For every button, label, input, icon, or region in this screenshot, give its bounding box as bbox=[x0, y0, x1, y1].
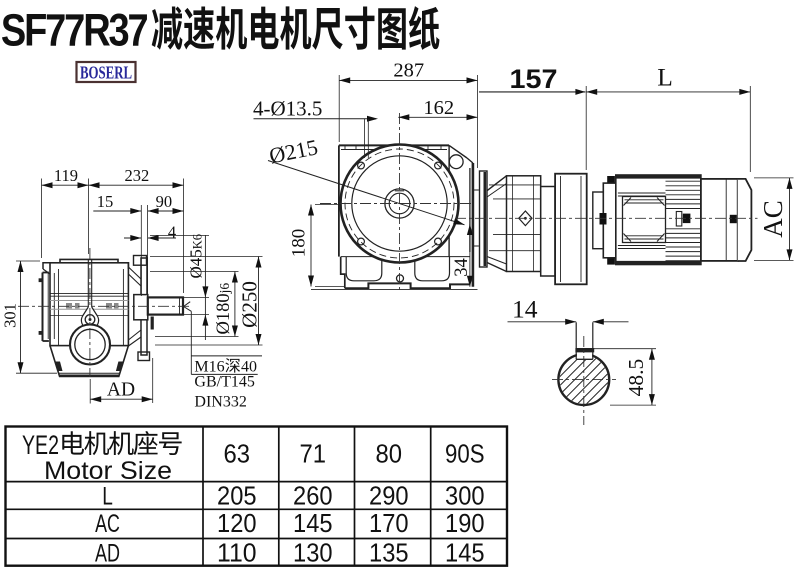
svg-text:205: 205 bbox=[217, 481, 257, 511]
svg-text:287: 287 bbox=[393, 60, 424, 82]
svg-text:AD: AD bbox=[95, 540, 120, 568]
svg-text:14: 14 bbox=[512, 295, 538, 324]
svg-text:M16: M16 bbox=[194, 358, 224, 375]
svg-text:Ø250: Ø250 bbox=[238, 281, 262, 328]
svg-text:119: 119 bbox=[54, 166, 78, 185]
svg-text:170: 170 bbox=[369, 508, 409, 538]
svg-text:110: 110 bbox=[217, 538, 257, 568]
svg-text:90: 90 bbox=[156, 192, 173, 211]
svg-text:290: 290 bbox=[369, 481, 409, 511]
svg-text:AC: AC bbox=[758, 200, 788, 238]
svg-text:120: 120 bbox=[217, 508, 257, 538]
svg-text:AC: AC bbox=[95, 510, 120, 538]
svg-text:130: 130 bbox=[293, 538, 333, 568]
svg-text:BOSERL: BOSERL bbox=[80, 63, 132, 83]
svg-text:300: 300 bbox=[445, 481, 485, 511]
svg-text:301: 301 bbox=[1, 303, 20, 328]
svg-text:40: 40 bbox=[241, 358, 257, 375]
svg-text:AD: AD bbox=[107, 380, 135, 401]
svg-text:4: 4 bbox=[168, 223, 176, 242]
svg-text:GB/T145: GB/T145 bbox=[194, 374, 254, 391]
svg-text:180: 180 bbox=[289, 229, 310, 258]
svg-text:Ø180j6: Ø180j6 bbox=[214, 283, 234, 335]
svg-text:162: 162 bbox=[423, 97, 454, 119]
svg-text:145: 145 bbox=[293, 508, 333, 538]
svg-text:260: 260 bbox=[293, 481, 333, 511]
svg-text:4-Ø13.5: 4-Ø13.5 bbox=[253, 97, 322, 121]
svg-text:YE2: YE2 bbox=[22, 430, 59, 460]
svg-text:90S: 90S bbox=[445, 439, 485, 469]
svg-text:SF77R37: SF77R37 bbox=[1, 4, 149, 55]
svg-text:135: 135 bbox=[369, 538, 409, 568]
svg-text:232: 232 bbox=[125, 166, 150, 185]
svg-text:L: L bbox=[102, 483, 113, 511]
svg-text:DIN332: DIN332 bbox=[194, 394, 246, 411]
svg-text:48.5: 48.5 bbox=[624, 359, 648, 397]
svg-text:15: 15 bbox=[97, 192, 114, 211]
svg-text:34: 34 bbox=[452, 258, 472, 277]
svg-text:190: 190 bbox=[445, 508, 485, 538]
svg-text:80: 80 bbox=[376, 439, 403, 469]
svg-text:L: L bbox=[657, 63, 673, 92]
svg-text:157: 157 bbox=[510, 64, 558, 94]
svg-text:145: 145 bbox=[445, 538, 485, 568]
svg-text:71: 71 bbox=[300, 439, 327, 469]
svg-text:63: 63 bbox=[224, 439, 251, 469]
svg-text:Motor Size: Motor Size bbox=[44, 457, 172, 485]
